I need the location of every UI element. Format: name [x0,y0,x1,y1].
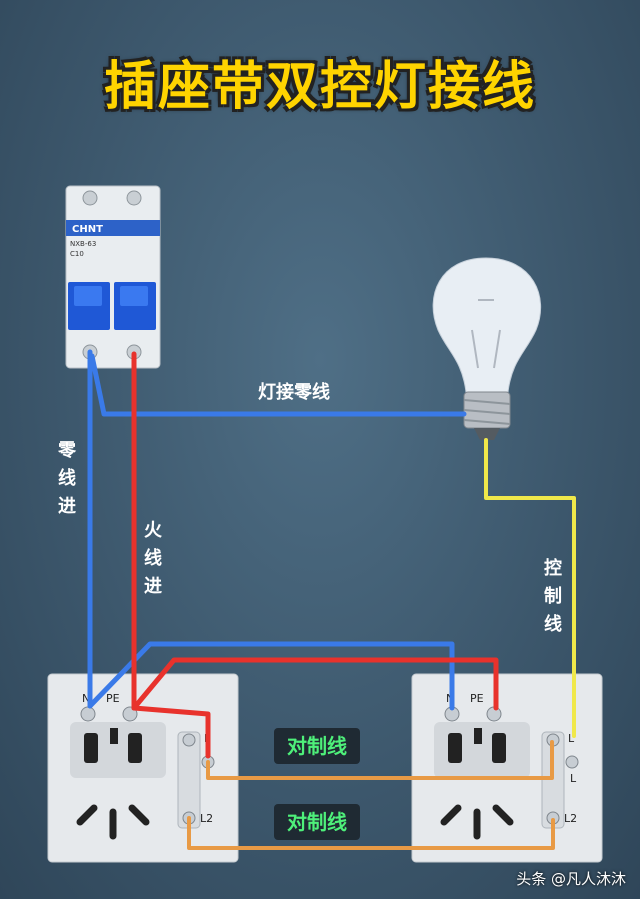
right-terminal-pe: PE [470,692,484,705]
right-terminal-l1: L [570,772,577,785]
traveler-wire-1 [206,740,554,780]
breaker-model: NXB-63 [70,240,96,248]
circuit-breaker: CHNT NXB-63 C10 [65,185,161,369]
traveler-wire-2 [187,816,555,850]
left-terminal-pe: PE [106,692,120,705]
neutral-in-label: 零线进 [55,440,76,524]
left-terminal-l2: L2 [200,812,213,825]
breaker-rating: C10 [70,250,84,258]
right-socket-panel: N PE L L L2 [411,673,603,863]
live-right-socket-wire [131,657,499,711]
left-socket-panel: N PE L L2 [47,673,239,863]
breaker-brand: CHNT [72,224,103,235]
neutral-lamp-wire [89,353,467,417]
left-terminal-n: N [82,692,90,705]
traveler-label-1: 对制线 [274,728,360,764]
live-switch-wire [131,705,211,759]
traveler-label-2: 对制线 [274,804,360,840]
neutral-to-lamp-label: 灯接零线 [258,382,330,403]
control-wire [484,438,576,738]
watermark: 头条 @凡人沐沐 [516,870,626,888]
live-in-label: 火线进 [141,520,162,604]
right-terminal-l: L [568,732,575,745]
light-bulb [432,257,542,440]
neutral-right-socket-wire [87,641,455,711]
page-title: 插座带双控灯接线 [103,57,536,117]
control-wire-label: 控制线 [541,558,562,642]
right-terminal-l2: L2 [564,812,577,825]
